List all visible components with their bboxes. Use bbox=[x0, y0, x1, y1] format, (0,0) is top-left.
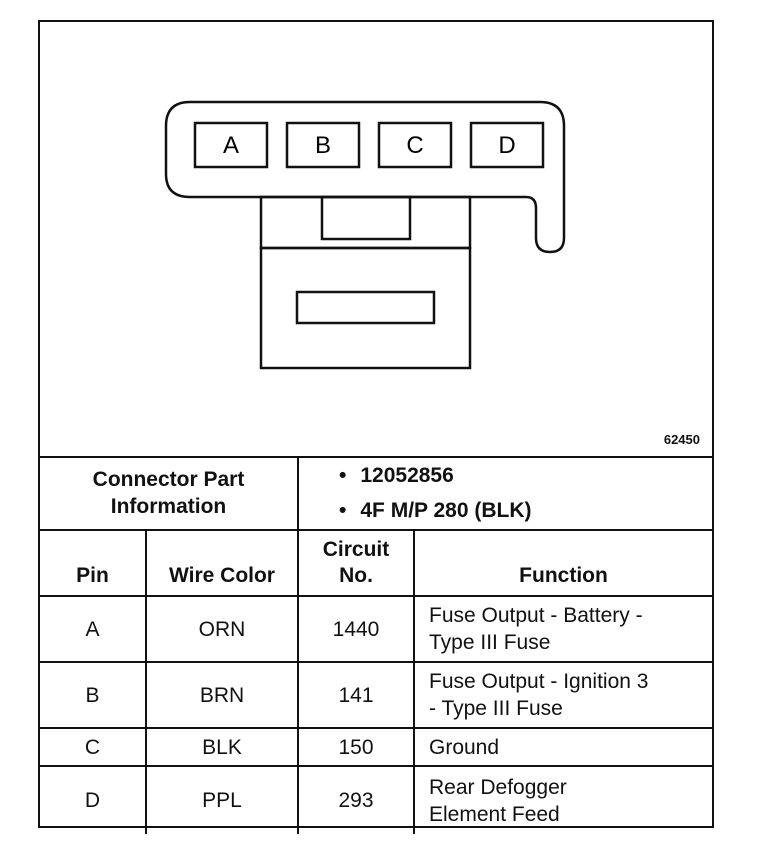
housing-slot bbox=[295, 290, 436, 325]
part-number-item: 4F M/P 280 (BLK) bbox=[339, 493, 712, 528]
table-row: A ORN 1440 Fuse Output - Battery - Type … bbox=[40, 595, 713, 663]
pin-cell: B bbox=[40, 661, 147, 729]
part-number-list: 12052856 4F M/P 280 (BLK) bbox=[299, 458, 712, 528]
function-cell: Rear Defogger Element Feed bbox=[412, 765, 713, 834]
function-cell: Fuse Output - Battery - Type III Fuse bbox=[412, 595, 713, 663]
wire-color-cell: PPL bbox=[145, 765, 299, 834]
function-cell: Ground bbox=[412, 727, 713, 767]
latch-neck bbox=[259, 195, 472, 250]
col-header-pin: Pin bbox=[40, 529, 147, 597]
pin-box-a bbox=[193, 121, 269, 169]
circuit-cell: 1440 bbox=[297, 595, 415, 663]
table-row: D PPL 293 Rear Defogger Element Feed bbox=[40, 765, 713, 834]
table-row: C BLK 150 Ground bbox=[40, 727, 713, 767]
pin-box-c bbox=[377, 121, 453, 169]
circuit-cell: 293 bbox=[297, 765, 415, 834]
circuit-cell: 150 bbox=[297, 727, 415, 767]
column-header-row: Pin Wire Color Circuit No. Function bbox=[40, 529, 713, 597]
pin-cell: A bbox=[40, 595, 147, 663]
pin-cell: D bbox=[40, 765, 147, 834]
pinout-frame: A B C D 62450 Connector Part Information… bbox=[38, 20, 714, 834]
pin-label-b: B bbox=[315, 132, 331, 159]
col-header-circuit: Circuit No. bbox=[297, 529, 415, 597]
pin-label-d: D bbox=[498, 132, 515, 159]
part-info-values: 12052856 4F M/P 280 (BLK) bbox=[296, 456, 713, 531]
figure-number: 62450 bbox=[663, 432, 700, 447]
col-header-function: Function bbox=[412, 529, 713, 597]
pin-label-c: C bbox=[406, 132, 423, 159]
connector-body-outline bbox=[164, 100, 566, 254]
wire-color-cell: BRN bbox=[145, 661, 299, 729]
lower-housing bbox=[259, 246, 472, 370]
latch-tab bbox=[320, 195, 412, 241]
connector-diagram: A B C D 62450 bbox=[40, 22, 712, 458]
wire-color-cell: BLK bbox=[145, 727, 299, 767]
part-number-item: 12052856 bbox=[339, 458, 712, 493]
pin-box-d bbox=[469, 121, 545, 169]
function-cell: Fuse Output - Ignition 3 - Type III Fuse bbox=[412, 661, 713, 729]
col-header-wire-color: Wire Color bbox=[145, 529, 299, 597]
pin-box-b bbox=[285, 121, 361, 169]
connector-drawing: A B C D bbox=[164, 100, 566, 370]
wire-color-cell: ORN bbox=[145, 595, 299, 663]
pin-label-a: A bbox=[223, 132, 239, 159]
circuit-cell: 141 bbox=[297, 661, 415, 729]
table-row: B BRN 141 Fuse Output - Ignition 3 - Typ… bbox=[40, 661, 713, 729]
pin-cell: C bbox=[40, 727, 147, 767]
pinout-table: Connector Part Information 12052856 4F M… bbox=[40, 456, 713, 834]
part-info-row: Connector Part Information 12052856 4F M… bbox=[40, 456, 713, 531]
part-info-label: Connector Part Information bbox=[40, 456, 299, 531]
